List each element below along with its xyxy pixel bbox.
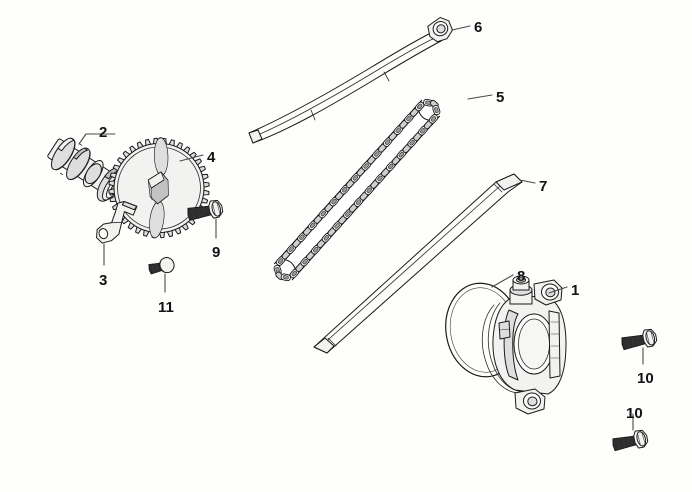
part-tensioner-assembly — [481, 275, 568, 415]
callout-number-6: 6 — [474, 19, 483, 36]
part-tensioner-bolt-lower — [610, 413, 650, 456]
leader-chain — [467, 94, 493, 100]
part-cam-chain — [272, 94, 493, 282]
part-sprocket-bolt — [185, 198, 225, 239]
callout-number-10-upper: 10 — [637, 370, 654, 387]
part-cam-sprocket — [108, 137, 210, 239]
callout-number-1: 1 — [571, 282, 580, 299]
leader-sprocket — [179, 154, 204, 162]
callout-number-7: 7 — [539, 178, 548, 195]
part-hook-bracket — [96, 200, 138, 266]
callout-number-8: 8 — [517, 268, 526, 285]
callout-number-3: 3 — [99, 272, 108, 289]
callout-number-9: 9 — [212, 244, 221, 261]
callout-number-5: 5 — [496, 89, 505, 106]
part-chain-guide — [313, 173, 536, 354]
part-bracket-bolt — [146, 255, 177, 293]
callout-number-11: 11 — [158, 299, 174, 316]
callout-number-2: 2 — [99, 124, 108, 141]
leader-guide — [519, 179, 536, 184]
leader-slider — [451, 25, 471, 31]
leader-tensioner — [548, 286, 568, 294]
callout-number-4: 4 — [207, 149, 216, 166]
leader-oring — [491, 274, 514, 288]
part-tensioner-bolt-upper — [619, 327, 659, 365]
part-tensioner-slider — [248, 16, 471, 144]
callout-number-10-lower: 10 — [626, 405, 643, 422]
